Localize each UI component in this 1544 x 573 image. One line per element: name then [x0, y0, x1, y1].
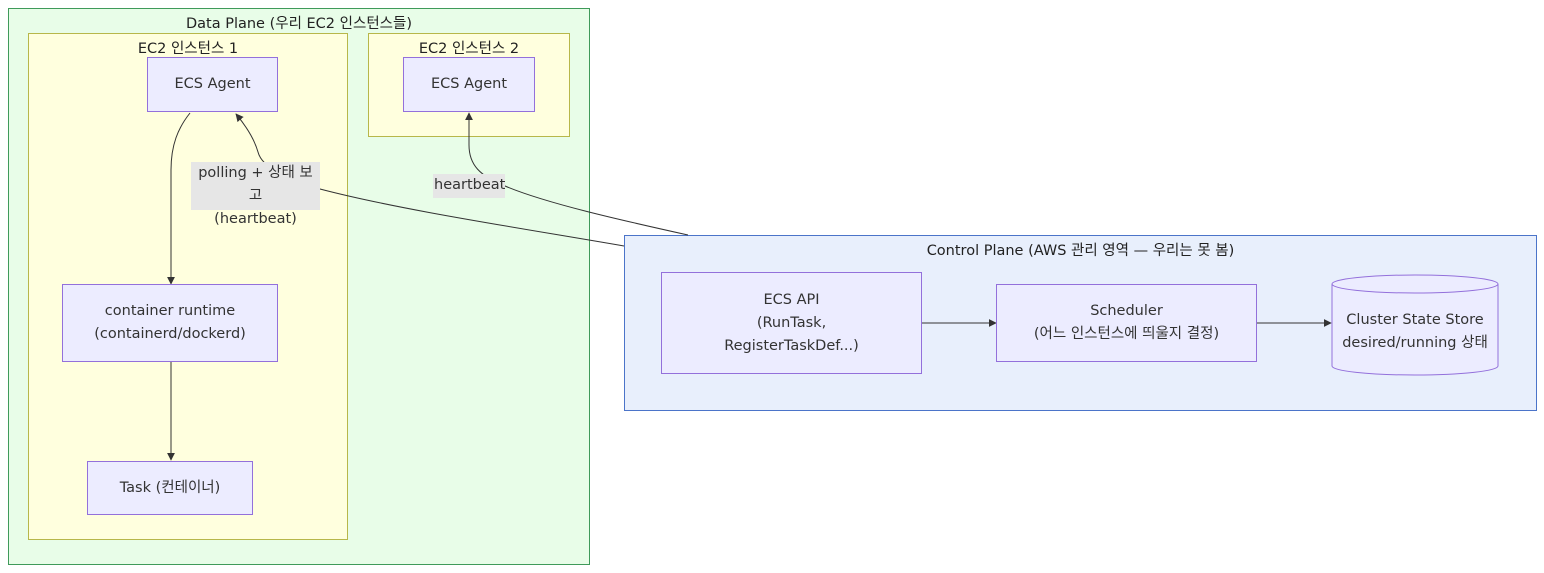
- scheduler-node: Scheduler (어느 인스턴스에 띄울지 결정): [996, 284, 1257, 362]
- ec2-instance-2-title: EC2 인스턴스 2: [418, 41, 520, 57]
- edge-heartbeat: [465, 112, 689, 236]
- task-node: Task (컨테이너): [87, 461, 253, 515]
- ecs-agent-1-node: ECS Agent: [147, 57, 278, 112]
- edge-agent1-runtime: [167, 112, 191, 285]
- container-runtime-node: container runtime (containerd/dockerd): [62, 284, 278, 362]
- ecs-api-node: ECS API (RunTask, RegisterTaskDef...): [661, 272, 922, 374]
- data-plane-title: Data Plane (우리 EC2 인스턴스들): [185, 16, 413, 32]
- control-plane-title: Control Plane (AWS 관리 영역 — 우리는 못 봄): [926, 243, 1235, 259]
- cluster-state-store-label: Cluster State Store desired/running 상태: [1342, 312, 1488, 351]
- cluster-state-store-cylinder: [1331, 274, 1499, 376]
- heartbeat-edge-label: heartbeat: [433, 174, 505, 198]
- ec2-instance-1-title: EC2 인스턴스 1: [137, 41, 239, 57]
- polling-edge-label: polling + 상태 보고 (heartbeat): [191, 162, 320, 227]
- ecs-agent-2-node: ECS Agent: [403, 57, 535, 112]
